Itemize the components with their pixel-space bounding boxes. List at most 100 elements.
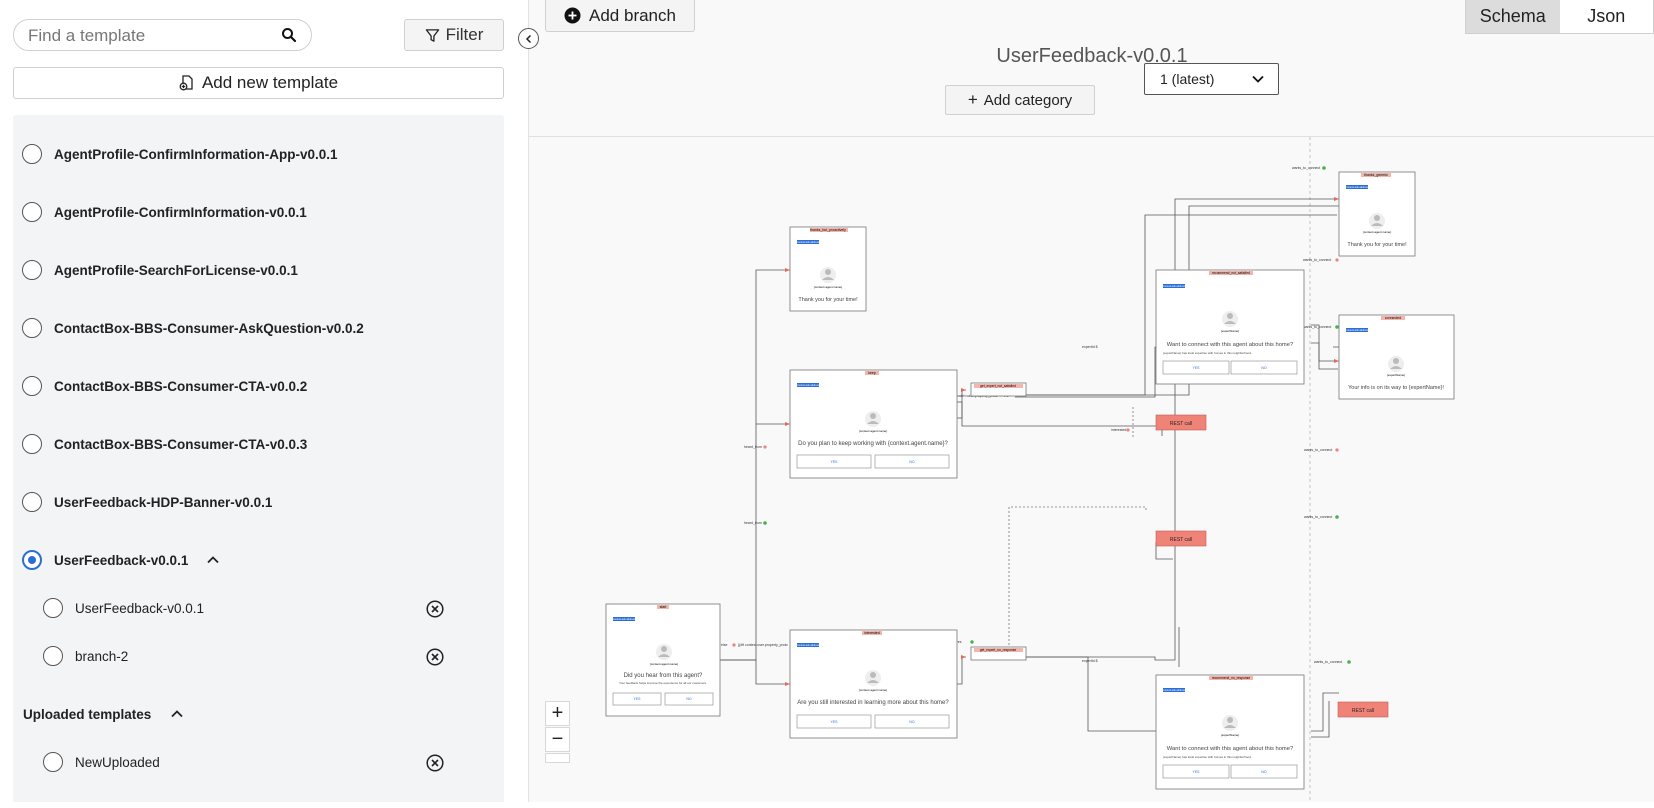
node-keep[interactable]: keep content.ads.address {context.agent.… (789, 369, 958, 479)
template-label: UserFeedback-v0.0.1 (54, 552, 189, 568)
node-agent: {expertName} (1387, 373, 1405, 377)
template-label: UserFeedback-HDP-Banner-v0.0.1 (54, 494, 273, 510)
version-select[interactable]: 1 (latest) (1144, 63, 1279, 95)
node-connected[interactable]: connected content.ads.address {expertNam… (1338, 314, 1455, 400)
uploaded-item[interactable]: NewUploaded (43, 747, 160, 777)
delete-branch-icon[interactable] (426, 648, 444, 666)
no-option[interactable]: NO (909, 720, 915, 724)
node-title: interested (864, 631, 879, 635)
node-body: Did you hear from this agent? (624, 673, 703, 679)
chevron-up-icon[interactable] (206, 553, 220, 567)
node-recommend-no-response[interactable]: recommend_no_response content.ads.addres… (1155, 674, 1305, 790)
rest-call-node[interactable]: REST call (1155, 414, 1207, 431)
template-radio[interactable] (22, 260, 42, 280)
yes-option[interactable]: YES (830, 460, 838, 464)
edge-label: else (721, 643, 727, 647)
node-recommend-not-satisfied[interactable]: recommend_not_satisfied content.ads.addr… (1155, 269, 1305, 385)
search-input[interactable] (28, 25, 268, 47)
branch-item[interactable]: branch-2 (43, 641, 128, 671)
edge-label: heard_from (744, 445, 762, 449)
rest-call-node[interactable]: REST call (1155, 530, 1207, 547)
yes-option[interactable]: YES (830, 720, 838, 724)
node-body: Thank you for your time! (798, 297, 858, 303)
flow-diagram[interactable]: heard_from heard_from else {{#if context… (529, 137, 1654, 803)
node-pill: content.ads.address (1163, 285, 1186, 288)
node-thanks-generic[interactable]: thanks_generic content.ads.address {cont… (1338, 171, 1416, 257)
search-icon[interactable] (281, 27, 297, 43)
edge-label: wants_to_connect (1303, 258, 1331, 262)
edge-label: {{#if context.user.property_proto (738, 643, 788, 647)
template-radio-selected[interactable] (22, 550, 42, 570)
branch-label: UserFeedback-v0.0.1 (75, 600, 205, 616)
add-category-button[interactable]: + Add category (945, 85, 1095, 115)
node-agent: {expertName} (1221, 329, 1239, 333)
node-thanks-proactively[interactable]: thanks_but_proactively content.ads.addre… (789, 226, 867, 312)
fit-view-button[interactable] (545, 753, 570, 763)
add-document-icon (179, 75, 193, 91)
template-radio[interactable] (22, 202, 42, 222)
yes-option[interactable]: YES (1192, 770, 1200, 774)
node-title: recommend_no_response (1212, 676, 1250, 680)
template-item[interactable]: ContactBox-BBS-Consumer-CTA-v0.0.2 (22, 371, 307, 401)
node-get-expert-no-response[interactable]: get_expert_no_response (970, 646, 1027, 661)
edge-label: wants_to_connect (1292, 166, 1320, 170)
node-agent: {context.agent.name} (859, 688, 887, 692)
uploaded-heading-label: Uploaded templates (23, 706, 152, 722)
no-option[interactable]: NO (1261, 366, 1267, 370)
delete-template-icon[interactable] (426, 754, 444, 772)
template-item[interactable]: UserFeedback-HDP-Banner-v0.0.1 (22, 487, 272, 517)
edge-label: wants_to_connect (1314, 660, 1342, 664)
node-start[interactable]: start content.ads.address {context.agent… (605, 603, 721, 717)
branch-label: branch-2 (75, 648, 129, 664)
yes-option[interactable]: YES (633, 697, 641, 701)
node-get-expert-not-satisfied[interactable]: get_expert_not_satisfied (970, 382, 1027, 397)
add-branch-button[interactable]: Add branch (545, 0, 695, 32)
collapse-sidebar-button[interactable] (518, 28, 539, 49)
uploaded-radio[interactable] (43, 752, 63, 772)
delete-branch-icon[interactable] (426, 600, 444, 618)
yes-option[interactable]: YES (1192, 366, 1200, 370)
uploaded-heading[interactable]: Uploaded templates (23, 699, 151, 729)
branch-radio[interactable] (43, 646, 63, 666)
node-title: keep (868, 371, 876, 375)
template-radio[interactable] (22, 318, 42, 338)
node-title: thanks_generic (1364, 173, 1388, 177)
branch-item[interactable]: UserFeedback-v0.0.1 (43, 593, 204, 623)
branch-radio[interactable] (43, 598, 63, 618)
node-body: Do you plan to keep working with {contex… (798, 441, 948, 447)
template-radio[interactable] (22, 376, 42, 396)
template-radio[interactable] (22, 492, 42, 512)
template-item[interactable]: ContactBox-BBS-Consumer-AskQuestion-v0.0… (22, 313, 364, 343)
zoom-in-button[interactable]: + (545, 701, 570, 726)
template-item-selected[interactable]: UserFeedback-v0.0.1 (22, 545, 188, 575)
template-item[interactable]: ContactBox-BBS-Consumer-CTA-v0.0.3 (22, 429, 307, 459)
node-body: Are you still interested in learning mor… (797, 700, 949, 706)
zoom-out-button[interactable]: − (545, 727, 570, 752)
template-item[interactable]: AgentProfile-ConfirmInformation-App-v0.0… (22, 139, 338, 169)
add-template-button[interactable]: Add new template (13, 67, 504, 99)
node-body: Want to connect with this agent about th… (1167, 342, 1294, 348)
node-interested[interactable]: interested content.ads.address {context.… (789, 629, 958, 739)
rest-call-node[interactable]: REST call (1337, 701, 1389, 718)
edge-label: interested (1111, 428, 1126, 432)
no-option[interactable]: NO (686, 697, 692, 701)
add-template-label: Add new template (201, 73, 339, 92)
version-value: 1 (latest) (1160, 71, 1215, 87)
search-box[interactable] (13, 19, 312, 51)
no-option[interactable]: NO (909, 460, 915, 464)
flow-canvas[interactable]: heard_from heard_from else {{#if context… (529, 136, 1654, 803)
node-sub: {expertName} has local expertise with ho… (1163, 755, 1252, 759)
node-agent: {context.agent.name} (814, 285, 842, 289)
edge-label: expertId $ (1082, 345, 1098, 349)
schema-editor: Add branch Schema Json UserFeedback-v0.0… (528, 0, 1654, 803)
tab-schema[interactable]: Schema (1466, 0, 1560, 33)
template-radio[interactable] (22, 144, 42, 164)
filter-button[interactable]: Filter (404, 19, 504, 51)
node-agent: {context.agent.name} (1363, 230, 1391, 234)
template-radio[interactable] (22, 434, 42, 454)
template-item[interactable]: AgentProfile-ConfirmInformation-v0.0.1 (22, 197, 307, 227)
tab-json[interactable]: Json (1587, 6, 1626, 26)
chevron-up-icon[interactable] (170, 707, 184, 721)
template-item[interactable]: AgentProfile-SearchForLicense-v0.0.1 (22, 255, 298, 285)
no-option[interactable]: NO (1261, 770, 1267, 774)
